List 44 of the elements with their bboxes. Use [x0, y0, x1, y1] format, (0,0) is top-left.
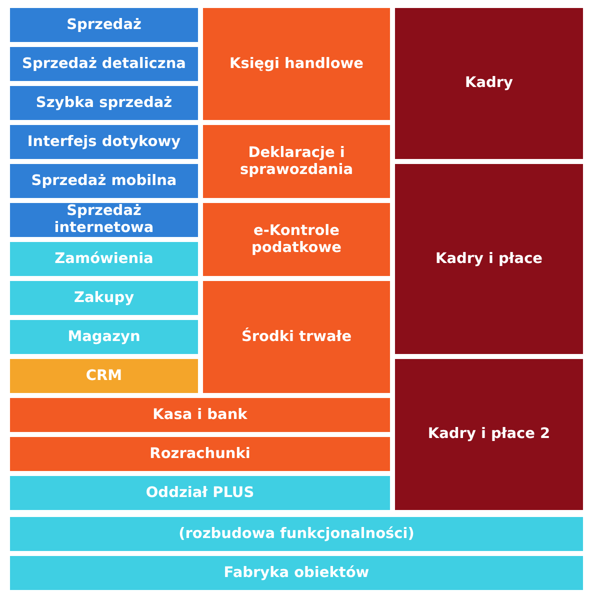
- module-name: Interfejs dotykowy: [27, 134, 181, 150]
- module-tile: [10, 320, 198, 354]
- module-tile: [10, 125, 198, 159]
- module-name: Kasa i bank: [152, 406, 248, 424]
- module-tile: [203, 125, 390, 198]
- module-name: Sprzedaż internetowa: [53, 203, 155, 237]
- module-tile: [10, 8, 198, 42]
- module-name: Rozrachunki: [150, 446, 250, 462]
- module-name: Deklaracje i sprawozdania: [239, 144, 354, 178]
- module-tile: [10, 203, 198, 237]
- module-tile: [10, 476, 390, 510]
- module-tile: [203, 203, 390, 276]
- module-tile: [10, 437, 390, 471]
- module-tile: [395, 164, 583, 354]
- module-name: Kadry: [464, 75, 513, 92]
- module-name: Zakupy: [74, 290, 134, 306]
- module-name: Sprzedaż: [66, 16, 142, 34]
- module-tile: [10, 47, 198, 81]
- module-tile: [10, 517, 583, 551]
- module-name: Środki trwałe: [241, 328, 352, 346]
- module-tile: [203, 281, 390, 393]
- module-tile: [395, 8, 583, 159]
- module-name: Sprzedaż mobilna: [31, 172, 177, 190]
- module-name: Kadry i płace: [435, 250, 543, 268]
- module-name: CRM: [86, 368, 122, 384]
- module-tile: [10, 164, 198, 198]
- module-tile: [10, 359, 198, 393]
- module-tile: [10, 86, 198, 120]
- module-name: e-Kontrole podatkowe: [250, 222, 342, 256]
- module-tile: [203, 8, 390, 120]
- module-tile: [10, 242, 198, 276]
- module-name: Kadry i płace 2: [428, 426, 550, 443]
- module-tile: [10, 281, 198, 315]
- module-tile: [10, 398, 390, 432]
- module-name: Zamówienia: [54, 250, 154, 268]
- module-tile: [10, 556, 583, 590]
- module-name: Szybka sprzedaż: [36, 94, 172, 112]
- module-name: Magazyn: [68, 328, 140, 346]
- module-name: Fabryka obiektów: [224, 564, 370, 582]
- module-tile: [395, 359, 583, 510]
- module-name: (rozbudowa funkcjonalności): [178, 526, 414, 542]
- module-name: Oddział PLUS: [146, 484, 254, 502]
- module-name: Sprzedaż detaliczna: [22, 56, 186, 72]
- module-name: Księgi handlowe: [229, 56, 364, 72]
